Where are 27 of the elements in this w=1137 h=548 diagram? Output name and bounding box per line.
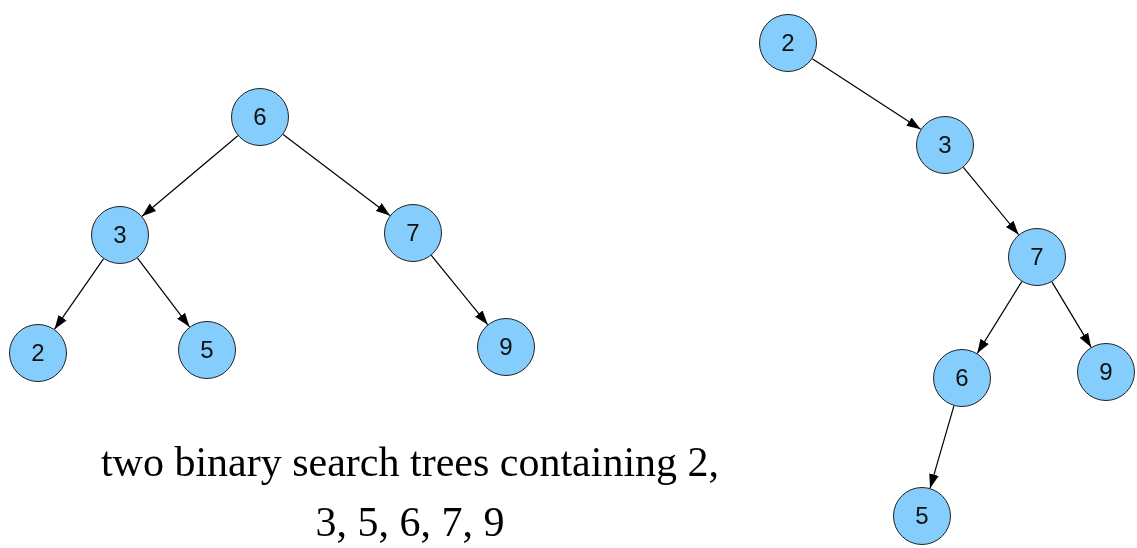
node-value: 7	[406, 219, 420, 247]
node-value: 5	[915, 502, 929, 530]
tree-node-circle	[1008, 228, 1066, 286]
arrow	[811, 58, 922, 130]
arrow	[1051, 281, 1092, 348]
arrow	[430, 254, 489, 326]
node-value: 9	[499, 333, 513, 361]
node-value: 6	[955, 364, 969, 392]
tree-node-circle	[231, 88, 289, 146]
arrow	[136, 257, 191, 328]
node-value: 3	[113, 221, 127, 249]
node-value: 7	[1030, 243, 1044, 271]
node-value: 5	[200, 336, 214, 364]
caption: two binary search trees containing 2, 3, 5, 6, 7, 9	[100, 438, 720, 547]
node-value: 2	[31, 339, 45, 367]
node-value: 3	[938, 131, 952, 159]
arrow	[53, 258, 105, 330]
arrow	[962, 166, 1020, 236]
node-value: 9	[1099, 358, 1113, 386]
arrow	[282, 133, 391, 217]
tree-node-circle	[91, 206, 149, 264]
node-value: 2	[781, 29, 795, 57]
tree-node-circle	[384, 204, 442, 262]
node-value: 6	[253, 103, 267, 131]
arrow	[976, 281, 1023, 354]
arrow	[929, 405, 955, 489]
arrow	[141, 135, 239, 217]
